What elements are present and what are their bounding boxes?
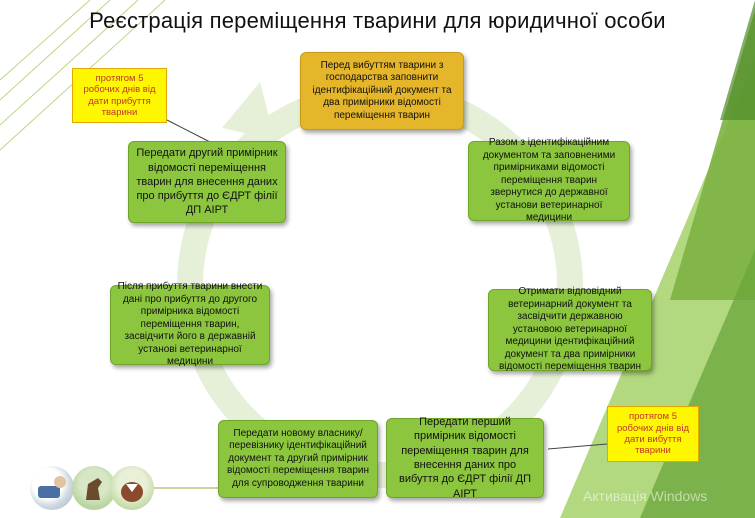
step-5-text: Передати новому власнику/перевізнику іде… — [226, 427, 370, 489]
step-2-text: Разом з ідентифікаційним документом та з… — [482, 137, 616, 224]
windows-activation-watermark: Активація Windows — [583, 488, 708, 504]
vet-photo-thumbnail — [30, 466, 74, 510]
step-7-text: Передати другий примірник відомості пере… — [136, 147, 278, 217]
step-7-second-copy-arrival: Передати другий примірник відомості пере… — [128, 141, 286, 223]
note-arrival-deadline: протягом 5 робочих днів від дати прибутт… — [72, 68, 167, 123]
note-departure-text: протягом 5 робочих днів від дати вибуття… — [616, 411, 689, 457]
cow-photo-thumbnail — [110, 466, 154, 510]
page-title: Реєстрація переміщення тварини для юриди… — [89, 8, 666, 33]
step-6-arrival-entry: Після прибуття тварини внести дані про п… — [110, 281, 270, 367]
step-4-first-copy-departure: Передати перший примірник відомості пере… — [386, 416, 544, 500]
step-1-fill-documents: Перед вибуттям тварини з господарства за… — [300, 52, 464, 130]
step-4-text: Передати перший примірник відомості пере… — [398, 416, 532, 500]
step-1-text: Перед вибуттям тварини з господарства за… — [312, 59, 452, 121]
step-6-text: Після прибуття тварини внести дані про п… — [117, 281, 263, 368]
step-3-certify-documents: Отримати відповідний ветеринарний докуме… — [488, 286, 652, 373]
step-2-contact-vet: Разом з ідентифікаційним документом та з… — [468, 137, 630, 223]
note-arrival-text: протягом 5 робочих днів від дати прибутт… — [83, 72, 156, 118]
note-departure-deadline: протягом 5 робочих днів від дати вибуття… — [607, 406, 699, 462]
horse-photo-thumbnail — [72, 466, 116, 510]
step-3-text: Отримати відповідний ветеринарний докуме… — [498, 286, 642, 373]
step-5-transfer-to-owner: Передати новому власнику/перевізнику іде… — [218, 420, 378, 498]
